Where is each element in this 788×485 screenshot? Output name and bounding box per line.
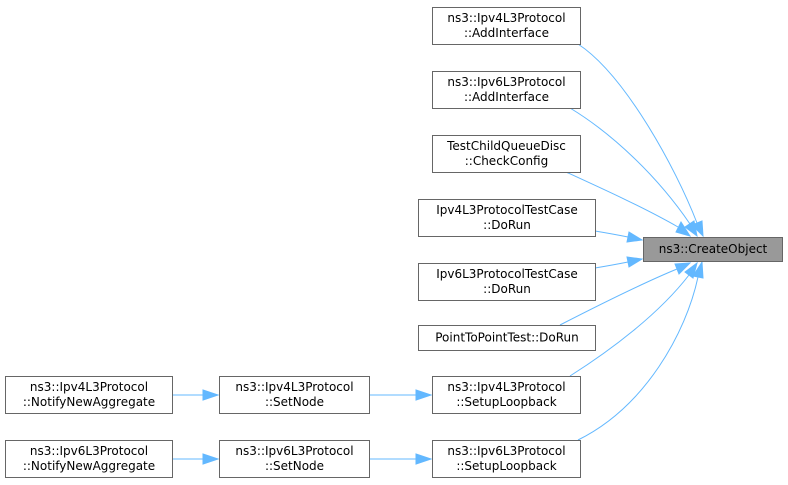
edge-ipv6_setuploopback-to-createobject <box>577 260 704 441</box>
node-label-line: ::SetupLoopback <box>456 395 556 409</box>
node-box[interactable] <box>219 440 370 478</box>
edge-arrowhead <box>684 220 698 238</box>
edge-line <box>569 274 690 377</box>
node-ipv6_setnode[interactable]: ns3::Ipv6L3Protocol::SetNode <box>219 440 370 478</box>
node-label-line: ::NotifyNewAggregate <box>23 395 155 409</box>
edge-arrowhead <box>626 231 644 243</box>
node-label-line: Ipv6L3ProtocolTestCase <box>436 267 578 281</box>
node-label-line: ::DoRun <box>483 218 531 232</box>
nodes-layer: ns3::Ipv4L3Protocol::AddInterfacens3::Ip… <box>5 7 783 478</box>
edge-arrowhead <box>415 453 433 465</box>
node-box[interactable] <box>432 135 581 173</box>
node-ipv4_addinterface[interactable]: ns3::Ipv4L3Protocol::AddInterface <box>432 7 581 45</box>
node-ipv4_setnode[interactable]: ns3::Ipv4L3Protocol::SetNode <box>219 376 370 414</box>
node-p2ptest_dorun[interactable]: PointToPointTest::DoRun <box>418 325 596 351</box>
node-box[interactable] <box>432 376 581 414</box>
edge-arrowhead <box>675 220 692 237</box>
node-label-line: ::DoRun <box>483 282 531 296</box>
edge-arrowhead <box>692 260 704 279</box>
edge-arrowhead <box>415 389 433 401</box>
edge-ipv4_setnode-to-ipv4_setuploopback <box>369 389 433 401</box>
node-label-line: ::AddInterface <box>464 90 549 104</box>
node-ipv4test_dorun[interactable]: Ipv4L3ProtocolTestCase::DoRun <box>418 199 596 237</box>
edge-arrowhead <box>202 389 220 401</box>
edge-p2ptest_dorun-to-createobject <box>559 262 692 326</box>
node-box[interactable] <box>5 376 173 414</box>
node-box[interactable] <box>432 7 581 45</box>
node-label-line: ns3::Ipv6L3Protocol <box>235 444 353 458</box>
node-label-line: ns3::Ipv6L3Protocol <box>447 75 565 89</box>
node-label-line: ns3::Ipv4L3Protocol <box>235 380 353 394</box>
node-label-line: TestChildQueueDisc <box>446 139 566 153</box>
node-box[interactable] <box>219 376 370 414</box>
node-label-line: ns3::Ipv4L3Protocol <box>30 380 148 394</box>
node-box[interactable] <box>643 237 783 262</box>
edge-line <box>569 107 691 225</box>
node-label-line: PointToPointTest::DoRun <box>435 331 579 345</box>
edge-testchild_checkconfig-to-createobject <box>565 171 692 237</box>
node-label-line: ns3::Ipv4L3Protocol <box>447 380 565 394</box>
node-box[interactable] <box>5 440 173 478</box>
edge-ipv4test_dorun-to-createobject <box>594 230 644 243</box>
node-createobject[interactable]: ns3::CreateObject <box>643 237 783 262</box>
edge-arrowhead <box>674 262 692 275</box>
edge-ipv4_notify-to-ipv4_setnode <box>172 389 220 401</box>
node-label-line: ns3::CreateObject <box>659 242 768 256</box>
node-label-line: ::CheckConfig <box>465 154 549 168</box>
node-label-line: ::SetNode <box>265 395 324 409</box>
edge-line <box>577 43 698 224</box>
node-box[interactable] <box>418 325 596 351</box>
edge-line <box>594 261 629 269</box>
node-label-line: ::SetNode <box>265 459 324 473</box>
node-label-line: ::SetupLoopback <box>456 459 556 473</box>
node-testchild_checkconfig[interactable]: TestChildQueueDisc::CheckConfig <box>432 135 581 173</box>
node-label-line: Ipv4L3ProtocolTestCase <box>436 203 578 217</box>
node-ipv6test_dorun[interactable]: Ipv6L3ProtocolTestCase::DoRun <box>418 263 596 301</box>
node-ipv4_notify[interactable]: ns3::Ipv4L3Protocol::NotifyNewAggregate <box>5 376 173 414</box>
edge-line <box>577 276 699 441</box>
node-ipv6_addinterface[interactable]: ns3::Ipv6L3Protocol::AddInterface <box>432 71 581 109</box>
node-box[interactable] <box>432 71 581 109</box>
edge-ipv6_notify-to-ipv6_setnode <box>172 453 220 465</box>
node-box[interactable] <box>418 199 596 237</box>
node-ipv6_setuploopback[interactable]: ns3::Ipv6L3Protocol::SetupLoopback <box>432 440 581 478</box>
edges-layer <box>172 43 704 465</box>
edge-arrowhead <box>626 256 644 268</box>
node-label-line: ns3::Ipv6L3Protocol <box>30 444 148 458</box>
edge-line <box>594 230 629 238</box>
edge-line <box>559 268 678 326</box>
node-label-line: ::AddInterface <box>464 26 549 40</box>
edge-arrowhead <box>202 453 220 465</box>
node-label-line: ::NotifyNewAggregate <box>23 459 155 473</box>
edge-line <box>565 171 679 228</box>
node-ipv4_setuploopback[interactable]: ns3::Ipv4L3Protocol::SetupLoopback <box>432 376 581 414</box>
node-label-line: ns3::Ipv6L3Protocol <box>447 444 565 458</box>
edge-ipv6test_dorun-to-createobject <box>594 256 644 269</box>
node-label-line: ns3::Ipv4L3Protocol <box>447 11 565 25</box>
edge-ipv6_addinterface-to-createobject <box>569 107 698 238</box>
node-box[interactable] <box>418 263 596 301</box>
edge-ipv6_setnode-to-ipv6_setuploopback <box>369 453 433 465</box>
node-box[interactable] <box>432 440 581 478</box>
node-ipv6_notify[interactable]: ns3::Ipv6L3Protocol::NotifyNewAggregate <box>5 440 173 478</box>
